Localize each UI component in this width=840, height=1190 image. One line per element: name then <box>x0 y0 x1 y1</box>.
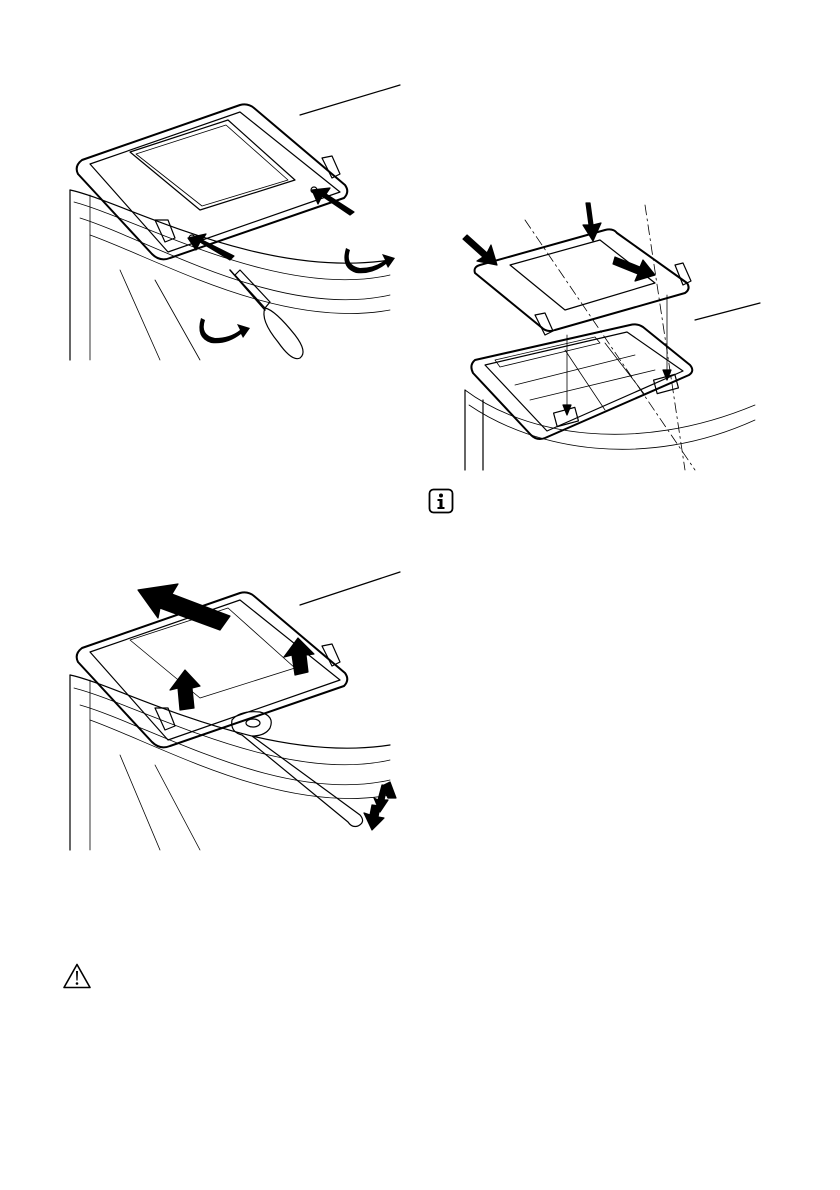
figure-reassemble-door-panel <box>455 195 775 475</box>
warning-triangle-icon <box>62 962 92 990</box>
figure-lift-door-off-hinges <box>60 560 410 860</box>
info-icon <box>428 488 454 514</box>
figure-remove-door-screwdriver <box>60 70 410 370</box>
